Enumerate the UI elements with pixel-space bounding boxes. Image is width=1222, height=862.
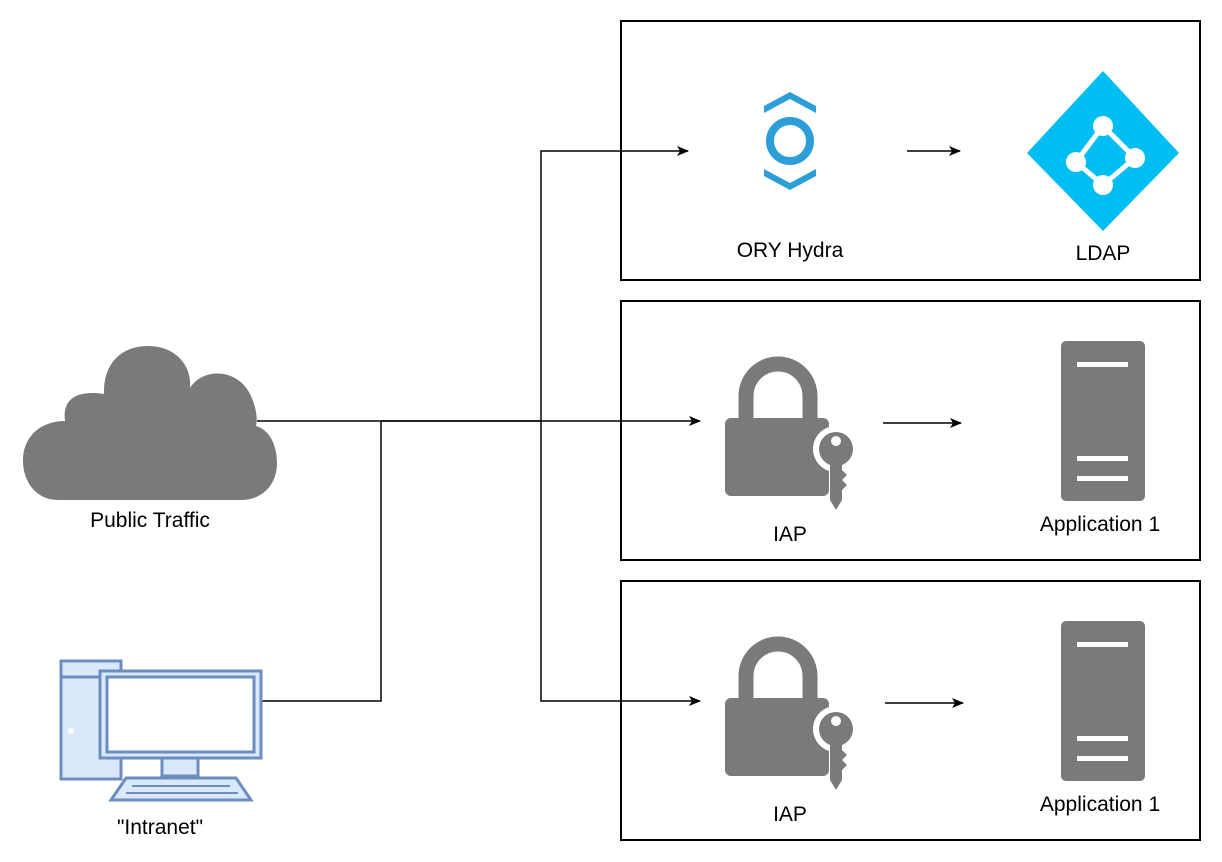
ldap-node: LDAP [1027,71,1179,265]
app-node-1: Application 1 [1040,341,1160,536]
iap-label-2: IAP [773,803,807,826]
desktop-computer-icon [59,659,263,802]
ory-hydra-logo-icon [764,92,816,190]
app-container-1 [620,300,1201,561]
app-container-2 [620,580,1201,841]
public-traffic-label: Public Traffic [90,509,210,532]
ldap-directory-icon [1027,71,1179,231]
to-hydra-edge [381,146,689,422]
hydra-node: ORY Hydra [737,92,844,262]
ldap-label: LDAP [1076,242,1131,265]
app-label-2: Application 1 [1040,793,1160,816]
to-iap-2-edge [540,421,701,706]
server-icon [1061,621,1145,781]
padlock-key-icon [725,636,859,790]
public-traffic-node: Public Traffic [22,346,278,532]
intranet-node: "Intranet" [59,659,263,839]
iap-node-2: IAP [725,636,859,826]
intranet-line [262,421,382,702]
iap-node-1: IAP [725,356,859,546]
app-label-1: Application 1 [1040,513,1160,536]
iap-label-1: IAP [773,523,807,546]
server-icon [1061,341,1145,501]
hydra-label: ORY Hydra [737,239,844,262]
connectors [257,146,964,708]
cloud-icon [22,346,278,500]
intranet-label: "Intranet" [117,816,203,839]
padlock-key-icon [725,356,859,510]
app-node-2: Application 1 [1040,621,1160,816]
